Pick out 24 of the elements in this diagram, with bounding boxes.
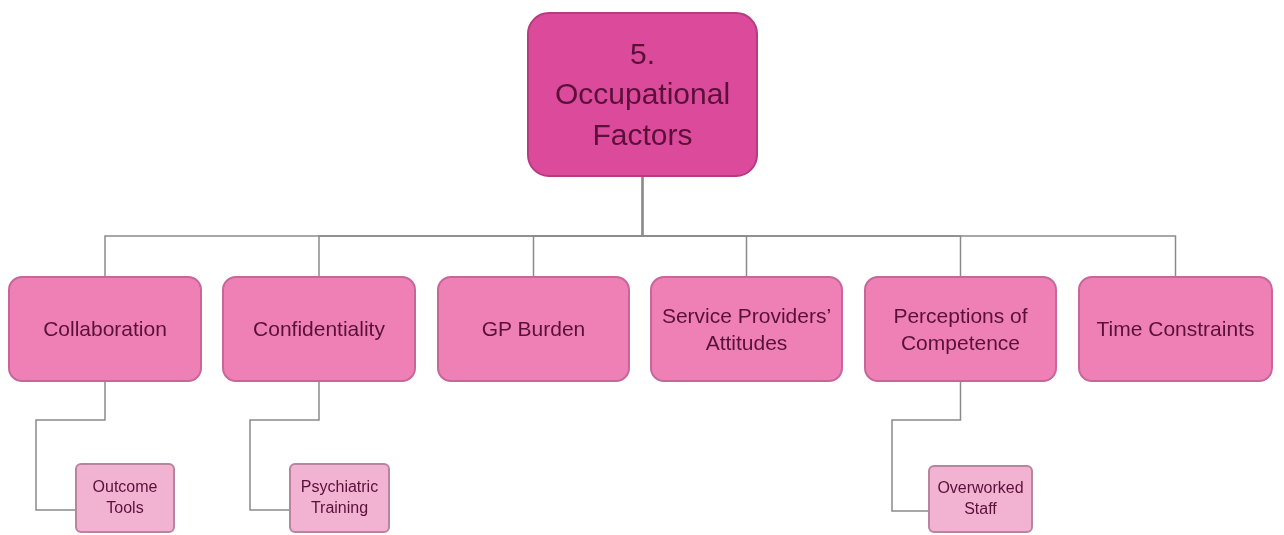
category-box — [650, 276, 843, 382]
category-box — [437, 276, 630, 382]
subcategory-box — [928, 465, 1033, 533]
node-label: Confidentiality — [253, 316, 385, 343]
category-box — [222, 276, 416, 382]
node-label: Collaboration — [43, 316, 167, 343]
subcategory-box — [75, 463, 175, 533]
connector-line — [891, 381, 962, 512]
root-box — [527, 12, 758, 177]
node-label: Time Constraints — [1096, 316, 1255, 343]
subcategory-box — [289, 463, 390, 533]
node-label: 5. Occupational Factors — [553, 35, 732, 153]
connector-line — [249, 381, 320, 511]
node-label: Service Providers’ Attitudes — [660, 302, 833, 356]
category-box — [864, 276, 1057, 382]
node-label: Overworked Staff — [936, 478, 1025, 519]
category-box — [8, 276, 202, 382]
node-label: GP Burden — [481, 316, 586, 343]
connector-line — [641, 176, 1177, 277]
node-label: Perceptions of Competence — [892, 302, 1029, 356]
node-label: Outcome Tools — [91, 477, 159, 518]
node-label: Psychiatric Training — [299, 477, 380, 518]
connector-line — [35, 381, 106, 511]
category-box — [1078, 276, 1273, 382]
